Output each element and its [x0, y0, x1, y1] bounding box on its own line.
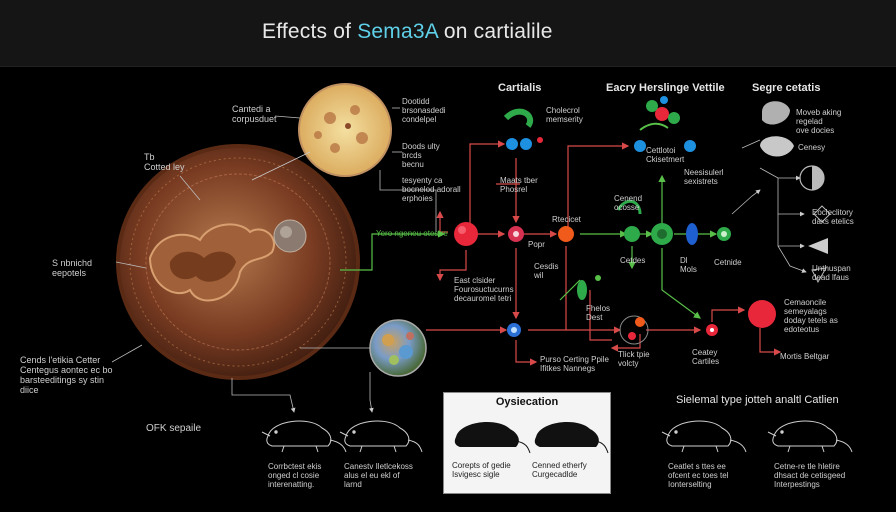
- right-note-3: Eocleclitory daxs etelics: [812, 208, 854, 226]
- page-title: Effects of Sema3A on cartialile: [262, 20, 553, 43]
- bottom-caption-right-1: Ceatlet s ttes ee ofcent ec toes tel Ion…: [668, 462, 729, 489]
- middle-label: tesyenty ca bocnelod adorall erphoies: [402, 176, 461, 203]
- bottom-note: Purso Certing Ppile Ifitkes Nannegs: [540, 355, 609, 373]
- ebcls-label: Cesdis wil: [534, 262, 559, 280]
- observation-box: Oysiecation Corepts of gedie Isvigesc si…: [443, 392, 611, 494]
- bottom-caption-left-2: Canestv Iletlcekoss alus el eu ekl of la…: [344, 462, 413, 489]
- right-header: Segre cetatis: [752, 82, 821, 94]
- histology-right-label: Dootidd brsonasdedi condelpel: [402, 97, 446, 124]
- title-bar: Effects of Sema3A on cartialile: [0, 0, 896, 67]
- popr-label: Popr: [528, 240, 545, 249]
- histology-zoom: [251, 83, 392, 181]
- upper-note: Cettlotoi Ckisetmert: [646, 146, 685, 164]
- cetnide-label: Cetnide: [714, 258, 742, 267]
- dl-mols-label: Dl Mols: [680, 256, 697, 274]
- observation-caption-1: Corepts of gedie Isvigesc sigle: [452, 461, 511, 479]
- right-note-4: Unthuspan dead lfaus: [812, 264, 851, 282]
- upper-right-note: Neesisulerl sexistrets: [684, 168, 724, 186]
- rodent-group-left: [261, 420, 423, 453]
- fiber-note: Maats tber Phosrel: [500, 176, 538, 194]
- red-arrows: [426, 140, 782, 366]
- east-label: East clsider Fourosuctucurns decauromel …: [454, 276, 514, 303]
- histology-right-label-2: Doods ulty brcds becnu: [402, 142, 440, 169]
- recr-label: Rtecicet: [552, 215, 581, 224]
- particle-zoom: [369, 319, 427, 377]
- cetdes-label: Cetdes: [620, 256, 646, 265]
- right-bottom-header: Sielemal type jotteh analtl Catlien: [676, 394, 839, 406]
- rodent-group-right: [661, 420, 853, 453]
- connector-lines: [111, 107, 807, 413]
- conc-label: Cenend ocosse: [614, 194, 643, 212]
- molecule-note: Fhelos Dest: [586, 304, 611, 322]
- observation-rodents: [454, 422, 609, 454]
- right-note-1: Moveb aking regelad ove docies: [796, 108, 842, 135]
- cartilage-tissue-section: [116, 144, 360, 380]
- right-note-2: Cenesy: [798, 143, 826, 152]
- pathway-molecules: [454, 96, 776, 345]
- cholecrol-note: Cholecrol memserity: [546, 106, 583, 124]
- bottom-caption-right-2: Cetne-re tle hletire dhsact de cetisgeed…: [774, 462, 846, 489]
- mortis-label: Mortis Beltgar: [780, 352, 830, 361]
- ofk-label: OFK sepaile: [146, 423, 202, 434]
- green-link-label: Yero ngeneu otestre: [376, 229, 448, 238]
- tissue-bottom-label: Cends l'etikia Cetter Centegus aontec ec…: [20, 355, 113, 395]
- ceatey-label: Ceatey Cartiles: [692, 348, 720, 366]
- observation-caption-2: Cenned etherfy Curgecadlde: [532, 461, 587, 479]
- tissue-side-label: S nbnichd eepotels: [52, 258, 93, 278]
- right-shapes: [760, 101, 831, 284]
- observation-title: Oysiecation: [495, 396, 559, 408]
- histology-label: Cantedi a corpusduet: [232, 104, 277, 124]
- upper-header: Eacry Herslinge Vettile: [606, 82, 725, 94]
- trick-label: Tlick tpie volcty: [618, 350, 650, 368]
- bottom-caption-left-1: Corrbctest ekis onged cl cosie interenat…: [268, 462, 322, 489]
- right-note-5: Cemaoncile semeyalags doday tetels as ed…: [784, 298, 838, 334]
- cartialis-header: Cartialis: [498, 82, 542, 94]
- tissue-top-label: Tb Cotted ley: [144, 152, 185, 172]
